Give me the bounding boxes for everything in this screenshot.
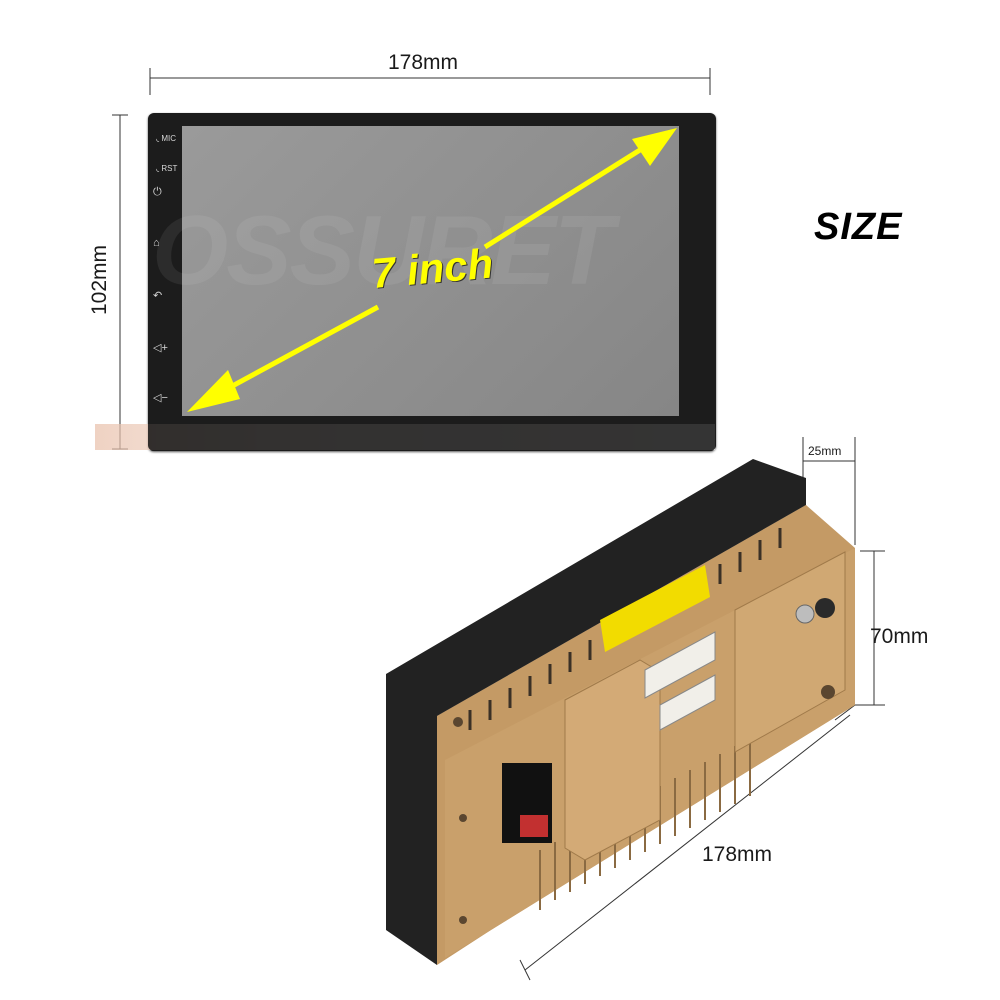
volume-down-icon: ◁− [153, 392, 168, 404]
back-width-label: 178mm [702, 843, 773, 866]
side-button-home[interactable]: ⌂ [153, 237, 179, 249]
back-height-label: 70mm [870, 625, 929, 648]
home-icon: ⌂ [153, 237, 160, 249]
side-button-label: MIC [161, 134, 177, 143]
bezel-bottom [148, 418, 716, 451]
side-button-back[interactable]: ↶ [153, 289, 179, 302]
mic-icon: ◟ [156, 134, 160, 143]
reset-icon: ◟ [156, 164, 160, 173]
side-button-power[interactable]: ⏻ [153, 186, 179, 199]
arrow-head-top [632, 128, 677, 166]
side-button-rst[interactable]: ◟ RST [156, 164, 182, 173]
side-button-label: RST [161, 164, 178, 173]
back-icon: ↶ [153, 290, 163, 302]
side-button-mic[interactable]: ◟ MIC [156, 134, 182, 143]
volume-up-icon: ◁+ [153, 342, 168, 354]
depth-label: 25mm [808, 444, 842, 458]
power-icon: ⏻ [153, 186, 162, 198]
arrow-head-bottom [187, 370, 240, 412]
side-button-volume-down[interactable]: ◁− [153, 391, 179, 404]
front-width-label: 178mm [388, 51, 459, 74]
side-button-volume-up[interactable]: ◁+ [153, 341, 179, 354]
size-title: SIZE [814, 206, 903, 248]
